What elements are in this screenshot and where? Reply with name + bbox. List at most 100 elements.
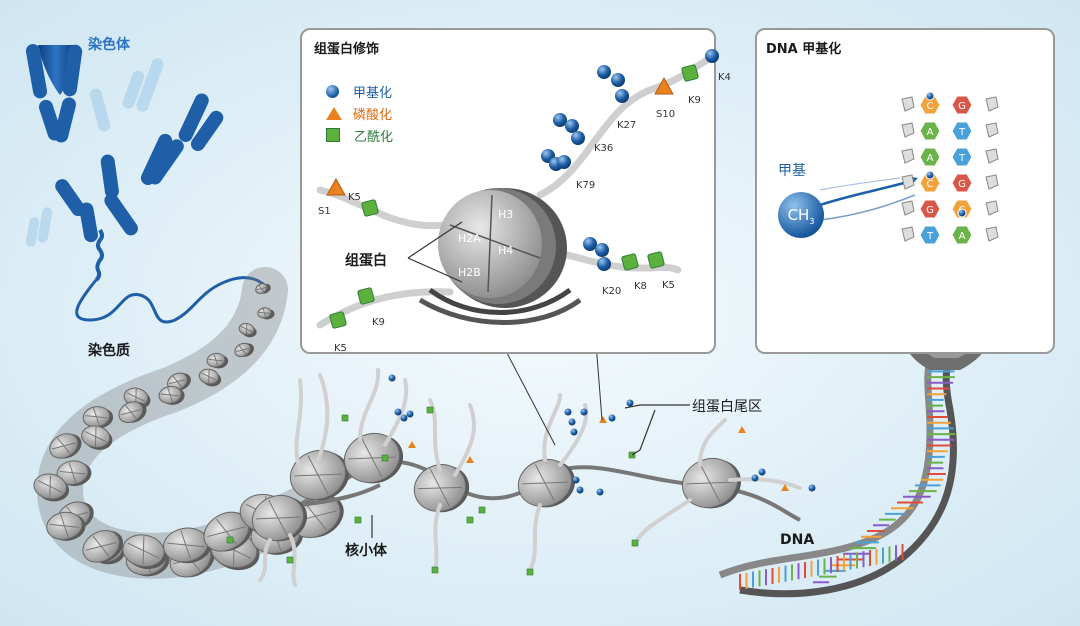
phospho-mark bbox=[466, 456, 474, 463]
svg-text:G: G bbox=[958, 101, 966, 112]
nucleosome bbox=[257, 307, 275, 320]
base-C: C bbox=[919, 173, 941, 193]
nucleosome bbox=[49, 433, 82, 459]
histone-tail bbox=[428, 398, 442, 472]
nucleosome-label: 核小体 bbox=[345, 543, 387, 559]
site-s1: S1 bbox=[318, 206, 331, 217]
histone-h2b: H2B bbox=[458, 266, 481, 279]
methyl-mark bbox=[925, 170, 935, 180]
sugar-icon bbox=[901, 96, 915, 112]
histone-tail bbox=[383, 378, 409, 447]
nucleosome bbox=[206, 352, 229, 369]
methyl-mark bbox=[572, 476, 580, 484]
nucleosome bbox=[517, 458, 576, 508]
nucleosome-core bbox=[418, 188, 582, 325]
nucleosome bbox=[82, 406, 114, 429]
methyl-mark bbox=[597, 65, 611, 79]
nucleosome bbox=[33, 473, 70, 502]
methyl-mark bbox=[400, 414, 408, 422]
methyl-mark bbox=[388, 374, 396, 382]
sugar-icon bbox=[985, 200, 999, 216]
acetyl-mark bbox=[286, 556, 294, 564]
histone-tail-label: 组蛋白尾区 bbox=[692, 399, 762, 415]
acetyl-mark bbox=[426, 406, 434, 414]
histone-tail bbox=[316, 373, 330, 462]
nucleosome bbox=[167, 372, 191, 391]
dna-panel bbox=[755, 28, 1055, 354]
acetyl-square-icon bbox=[326, 128, 340, 142]
sugar-icon bbox=[901, 174, 915, 190]
methyl-mark bbox=[597, 257, 611, 271]
base-A: A bbox=[919, 147, 941, 167]
methyl-mark bbox=[615, 89, 629, 103]
methyl-mark bbox=[808, 484, 816, 492]
tail-pointer-lines bbox=[624, 404, 690, 456]
acetyl-mark bbox=[478, 506, 486, 514]
acetyl-mark bbox=[361, 199, 379, 217]
acetyl-mark bbox=[647, 251, 665, 269]
nucleosome bbox=[289, 449, 350, 501]
chromatin-fiber bbox=[33, 267, 344, 579]
nucleosome bbox=[82, 529, 124, 563]
sugar-icon bbox=[901, 122, 915, 138]
legend-label-phosphorylation: 磷酸化 bbox=[353, 107, 393, 123]
histone-tail bbox=[728, 477, 802, 490]
legend-item-methylation: 甲基化 bbox=[326, 80, 393, 102]
methyl-mark bbox=[608, 414, 616, 422]
base-A: A bbox=[951, 225, 973, 245]
base-C: C bbox=[919, 95, 941, 115]
histone-pointer-lines bbox=[407, 221, 463, 283]
ch3-text: CH bbox=[787, 206, 810, 224]
phospho-mark bbox=[326, 177, 346, 196]
sugar-icon bbox=[985, 148, 999, 164]
site-k5-upper: K5 bbox=[348, 192, 361, 203]
site-k8: K8 bbox=[634, 281, 647, 292]
histone-panel-title: 组蛋白修饰 bbox=[314, 42, 380, 57]
phospho-mark bbox=[781, 484, 789, 491]
methyl-label: 甲基 bbox=[778, 163, 806, 179]
svg-text:G: G bbox=[926, 205, 934, 216]
histone-label: 组蛋白 bbox=[345, 253, 387, 269]
chromatin-label: 染色质 bbox=[88, 343, 130, 359]
nucleosome bbox=[198, 368, 222, 387]
phospho-triangle-icon bbox=[326, 106, 342, 120]
nucleosome bbox=[251, 494, 308, 542]
methyl-mark bbox=[751, 474, 759, 482]
acetyl-mark bbox=[431, 566, 439, 574]
sugar-icon bbox=[985, 96, 999, 112]
dna-panel-title: DNA 甲基化 bbox=[766, 42, 842, 57]
phospho-mark bbox=[408, 441, 416, 448]
acetyl-mark bbox=[341, 414, 349, 422]
base-G: G bbox=[919, 199, 941, 219]
methyl-mark bbox=[568, 418, 576, 426]
methyl-mark bbox=[571, 131, 585, 145]
histone-h3: H3 bbox=[498, 208, 514, 221]
site-k20: K20 bbox=[602, 286, 622, 297]
histone-tail bbox=[528, 503, 542, 572]
legend-label-methylation: 甲基化 bbox=[353, 85, 393, 101]
sugar-icon bbox=[901, 148, 915, 164]
methyl-mark bbox=[596, 488, 604, 496]
sugar-icon bbox=[901, 200, 915, 216]
legend-label-acetylation: 乙酰化 bbox=[354, 129, 394, 145]
svg-text:A: A bbox=[927, 153, 934, 164]
histone-tail bbox=[698, 418, 727, 467]
acetyl-mark bbox=[354, 516, 362, 524]
svg-text:A: A bbox=[927, 127, 934, 138]
nucleosome bbox=[56, 460, 92, 487]
methyl-mark bbox=[595, 243, 609, 257]
methyl-mark bbox=[626, 399, 634, 407]
histone-tail bbox=[288, 533, 297, 587]
methyl-mark bbox=[583, 237, 597, 251]
site-k36: K36 bbox=[594, 143, 614, 154]
methyl-mark bbox=[925, 91, 935, 101]
base-A: A bbox=[919, 121, 941, 141]
methyl-mark bbox=[758, 468, 766, 476]
dna-label: DNA bbox=[780, 532, 815, 548]
acetyl-mark bbox=[621, 253, 639, 271]
methyl-mark bbox=[406, 410, 414, 418]
phospho-mark bbox=[738, 426, 746, 433]
svg-text:T: T bbox=[958, 127, 966, 138]
methyl-circle-icon bbox=[326, 84, 339, 98]
